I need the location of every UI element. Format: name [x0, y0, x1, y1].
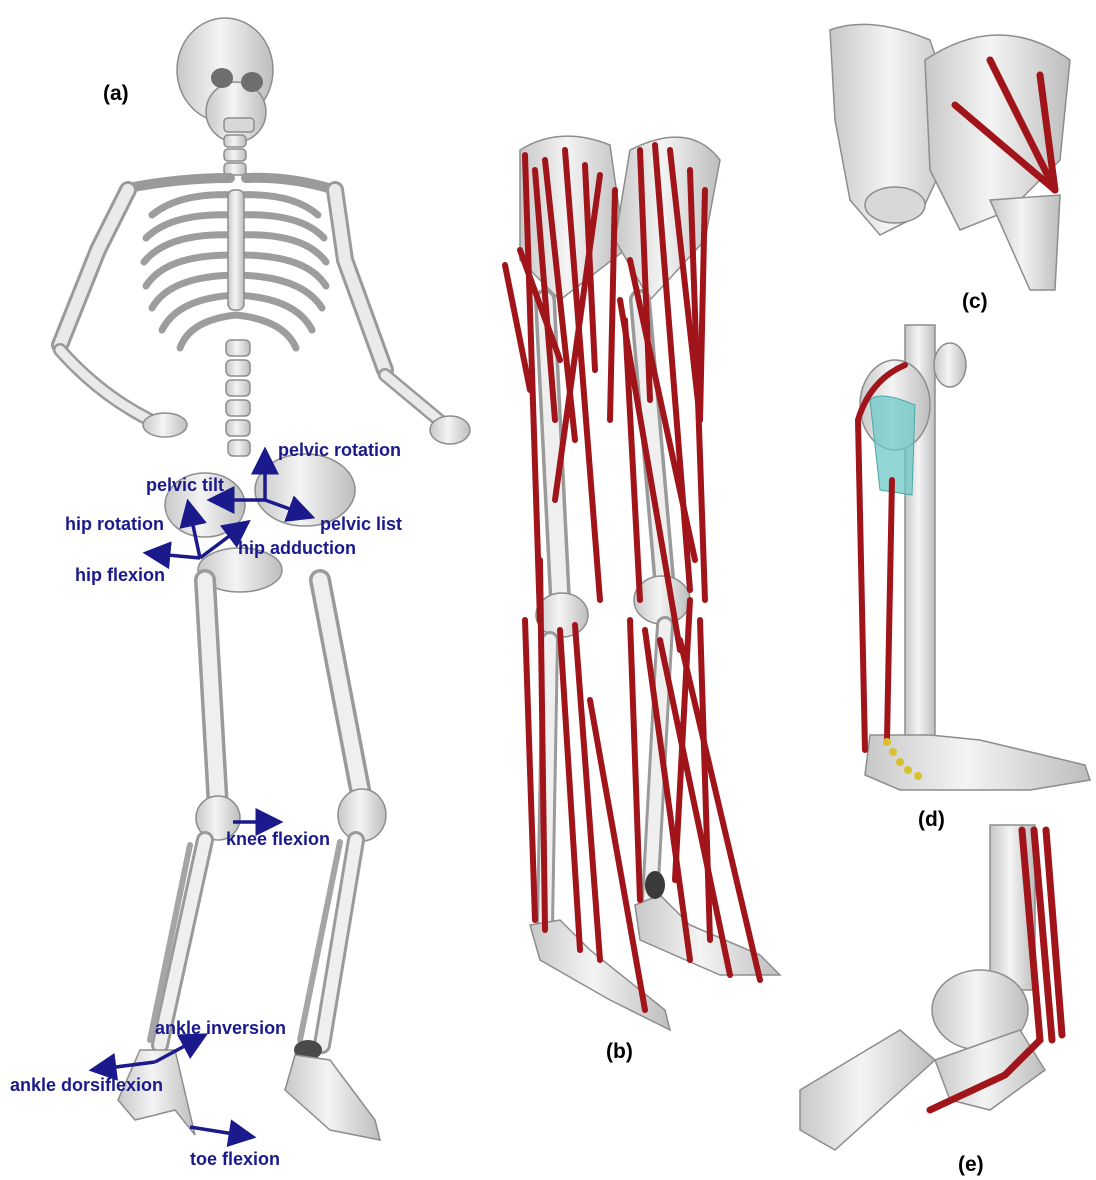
- panel-label-e: (e): [958, 1153, 984, 1177]
- label-pelvic-rotation: pelvic rotation: [278, 440, 401, 460]
- label-hip-flexion: hip flexion: [75, 565, 165, 585]
- label-ankle-inversion: ankle inversion: [155, 1018, 286, 1038]
- panel-label-b: (b): [606, 1040, 633, 1064]
- label-toe-flexion: toe flexion: [190, 1149, 280, 1169]
- legs-muscle-paths: [505, 145, 760, 1010]
- panel-label-d: (d): [918, 808, 945, 832]
- label-pelvic-list: pelvic list: [320, 514, 402, 534]
- hip-flexion-arrow: [146, 553, 200, 558]
- cervical-spine: [224, 135, 246, 175]
- shank-foot-panel: [858, 325, 1090, 790]
- panel-label-a: (a): [103, 82, 129, 106]
- lumbar-spine: [226, 340, 250, 456]
- label-ankle-dorsiflexion: ankle dorsiflexion: [10, 1075, 163, 1095]
- label-hip-adduction: hip adduction: [238, 538, 356, 558]
- pelvis-detail-panel: [830, 24, 1070, 290]
- leg-left: [118, 580, 240, 1135]
- arm-right: [335, 190, 470, 444]
- label-knee-flexion: knee flexion: [226, 829, 330, 849]
- panel-label-c: (c): [962, 290, 988, 314]
- clavicle-left: [128, 178, 230, 188]
- skull: [177, 18, 273, 142]
- sternum: [228, 190, 244, 310]
- label-pelvic-tilt: pelvic tilt: [146, 475, 224, 495]
- knee-bones: [800, 825, 1045, 1150]
- shank-foot-bones: [860, 325, 1090, 790]
- knee-detail-panel: [800, 825, 1062, 1150]
- pelvis-bone: [830, 24, 1070, 290]
- label-hip-rotation: hip rotation: [65, 514, 164, 534]
- legs-muscle-panel: [505, 136, 780, 1030]
- toe-flexion-arrow: [190, 1127, 253, 1137]
- clavicle-right: [246, 178, 335, 190]
- leg-right: [285, 580, 386, 1140]
